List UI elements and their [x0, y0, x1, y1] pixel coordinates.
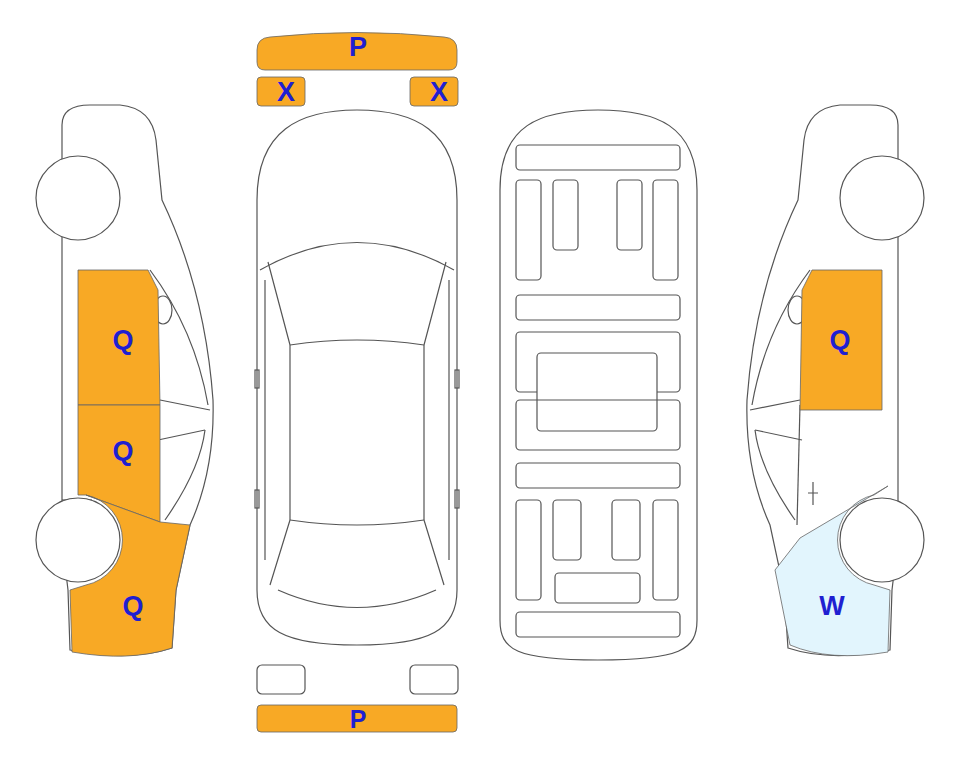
- damage-code: Q: [122, 593, 143, 620]
- panel-outline: [800, 270, 882, 410]
- side-view-right: [747, 105, 924, 656]
- damage-code: P: [350, 707, 367, 732]
- panel-outline: [410, 77, 458, 106]
- panel-outline: [70, 495, 190, 656]
- panel-shape: [70, 495, 190, 660]
- side-view-left: [36, 105, 213, 656]
- damage-code: P: [349, 34, 367, 61]
- quarter-panel: W: [775, 486, 890, 660]
- damage-code: Q: [112, 438, 133, 465]
- damage-code: X: [277, 79, 295, 106]
- panel-outline: [257, 705, 457, 732]
- damage-code: X: [430, 79, 448, 106]
- panel-outline: [257, 77, 305, 106]
- panel-outline: [257, 33, 457, 71]
- top-view: [255, 110, 459, 694]
- panel-outline: [775, 486, 890, 656]
- corner-panel: X: [257, 77, 305, 106]
- panel-shape: [775, 486, 890, 660]
- door-panel: Q: [800, 270, 882, 410]
- bumper-panel: P: [257, 705, 457, 732]
- door-panel: Q: [78, 405, 160, 522]
- damage-code: Q: [112, 327, 133, 354]
- door-panel: Q: [78, 270, 160, 405]
- underside-view: [500, 110, 697, 660]
- panel-outline: [78, 270, 160, 405]
- damage-code: Q: [829, 327, 850, 354]
- corner-panel: X: [410, 77, 458, 106]
- damage-code: W: [819, 593, 844, 620]
- quarter-panel: Q: [70, 495, 190, 660]
- panel-outline: [78, 405, 160, 522]
- bumper-panel: P: [257, 28, 457, 71]
